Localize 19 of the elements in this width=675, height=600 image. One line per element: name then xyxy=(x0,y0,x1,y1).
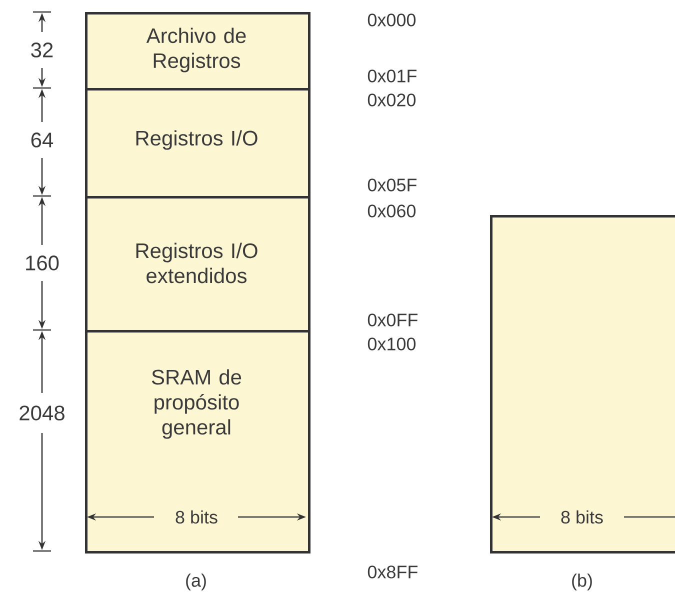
address-label: 0x000 xyxy=(368,14,416,26)
dimension-label: 32 xyxy=(31,42,53,58)
panel-label: (a) xyxy=(186,574,206,590)
address-label: 0x100 xyxy=(368,338,416,350)
address-label: 0x01F xyxy=(368,70,416,82)
dimension-label: 160 xyxy=(26,256,59,270)
panel-label: (b) xyxy=(572,574,592,590)
address-label: 0x020 xyxy=(368,94,416,106)
memory-block: 8 bits xyxy=(490,215,675,554)
memory-block: SRAM de propósito general 8 bits xyxy=(85,330,310,554)
address-label: 0x0FF xyxy=(368,314,418,326)
memory-block: Registros I/O extendidos xyxy=(85,196,310,332)
memory-block: Registros I/O xyxy=(85,88,310,198)
address-label: 0x060 xyxy=(368,204,416,218)
dimension-label: 64 xyxy=(31,132,54,148)
address-label: 0x05F xyxy=(368,178,416,192)
address-label: 0x8FF xyxy=(368,566,418,578)
memory-block: Archivo de Registros xyxy=(85,12,310,90)
dimension-label: 2048 xyxy=(20,406,64,420)
